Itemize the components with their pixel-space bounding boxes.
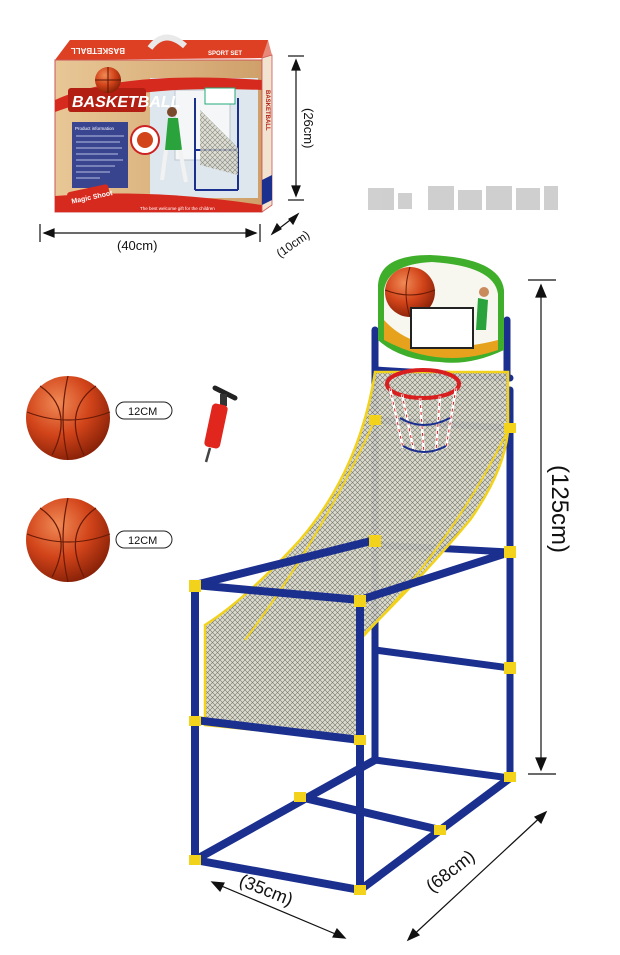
box-footer-text: The best welcome gift for the children: [140, 206, 215, 211]
stand-depth-label: (68cm): [422, 846, 478, 896]
box-width-label: (40cm): [117, 238, 157, 253]
box-product-info-title: Product information: [75, 126, 115, 131]
hand-pump: [204, 385, 238, 463]
ball-1-size-tag: [115, 401, 173, 420]
blurred-watermark: [368, 186, 558, 210]
stand-dimension-lines: [210, 279, 556, 942]
box-side-label: BASKETBALL: [264, 90, 270, 131]
ball-1-size-label: 12CM: [128, 406, 157, 418]
box-brand-title: BASKETBALL: [72, 94, 180, 111]
basketball-2: [26, 497, 111, 583]
box-height-label: (26cm): [301, 108, 316, 148]
basketball-1: [26, 375, 111, 461]
box-dimension-lines: [39, 55, 304, 242]
box-depth-label: (10cm): [274, 228, 313, 261]
box-top-label: BASKETBALL: [71, 46, 125, 55]
ball-2-size-label: 12CM: [128, 535, 157, 547]
ball-2-size-tag: [115, 530, 173, 549]
stand-height-label: (125cm): [546, 465, 573, 553]
packaging-box: BASKETBALL SPORT SET BASKETBALL Product …: [54, 34, 273, 213]
hoop: [385, 368, 461, 455]
box-sport-set-label: SPORT SET: [208, 51, 242, 57]
basketball-stand: [189, 255, 516, 895]
backboard: [378, 255, 504, 363]
